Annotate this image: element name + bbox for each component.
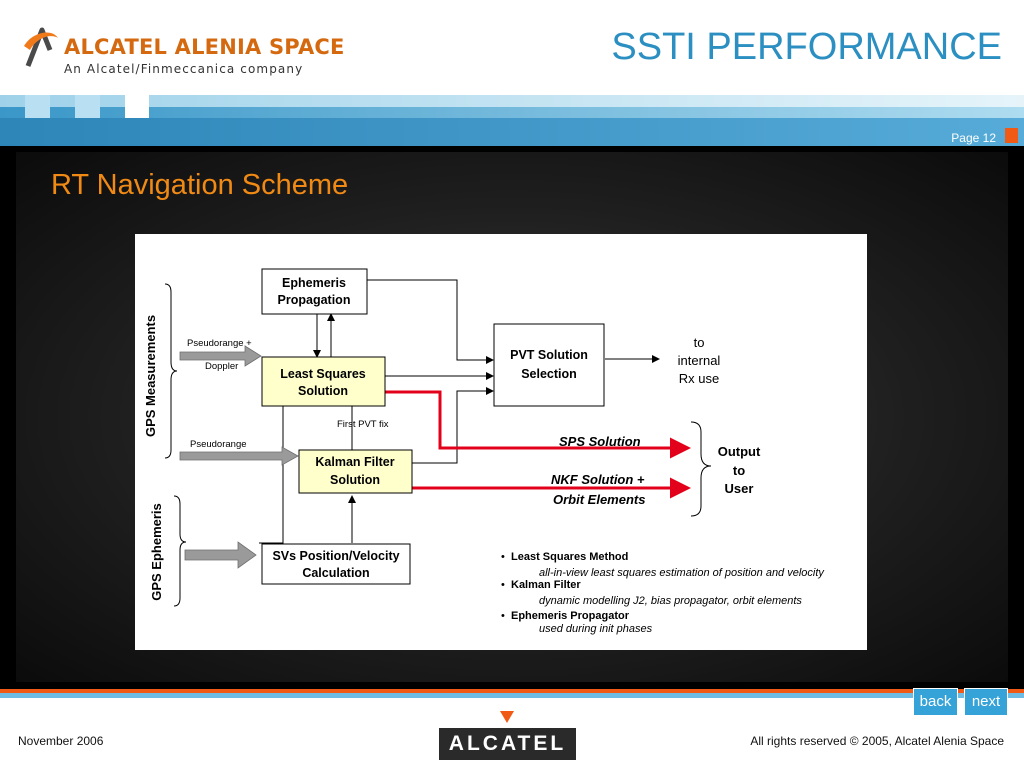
header-square bbox=[25, 95, 50, 118]
pseudorange-arrow bbox=[179, 446, 299, 466]
output-label-2: to bbox=[733, 463, 745, 478]
braces bbox=[164, 283, 712, 607]
gps-measurements-label: GPS Measurements bbox=[143, 315, 158, 437]
note-term-kalman: Kalman Filter bbox=[511, 579, 581, 591]
diagram-svg: Ephemeris Propagation Least Squares Solu… bbox=[143, 268, 825, 635]
svs-label-1: SVs Position/Velocity bbox=[272, 549, 399, 563]
footer-copyright: All rights reserved © 2005, Alcatel Alen… bbox=[750, 734, 1004, 748]
kalman-label-1: Kalman Filter bbox=[315, 455, 394, 469]
page-marker-square bbox=[1005, 128, 1018, 143]
ephemeris-label-1: Ephemeris bbox=[282, 276, 346, 290]
output-label-3: User bbox=[725, 481, 754, 496]
nkf-solution-label-1: NKF Solution + bbox=[551, 472, 645, 487]
note-bullet: • bbox=[501, 610, 505, 622]
section-title: RT Navigation Scheme bbox=[51, 169, 349, 201]
pseudorange-doppler-label-2: Doppler bbox=[205, 361, 238, 372]
next-button[interactable]: next bbox=[964, 688, 1008, 716]
note-desc-kalman: dynamic modelling J2, bias propagator, o… bbox=[539, 595, 802, 607]
output-brace bbox=[690, 421, 712, 517]
company-name: ALCATEL ALENIA SPACE bbox=[64, 35, 345, 59]
to-internal-label-1: to bbox=[694, 335, 705, 350]
connector-line bbox=[259, 406, 284, 544]
note-desc-least-squares: all-in-view least squares estimation of … bbox=[539, 567, 825, 579]
ephemeris-brace bbox=[173, 495, 187, 607]
header-square bbox=[125, 95, 149, 118]
navigation-diagram: Ephemeris Propagation Least Squares Solu… bbox=[135, 234, 867, 650]
to-internal-label-2: internal bbox=[678, 353, 721, 368]
header-band-dark bbox=[0, 118, 1024, 146]
alcatel-logo: ALCATEL bbox=[439, 728, 576, 760]
first-pvt-fix-label: First PVT fix bbox=[337, 419, 389, 430]
header-square bbox=[75, 95, 100, 118]
output-label-1: Output bbox=[718, 444, 761, 459]
pseudorange-doppler-arrow bbox=[179, 345, 262, 367]
kalman-filter-box bbox=[298, 449, 413, 494]
note-desc-ephemeris: used during init phases bbox=[539, 623, 653, 635]
footer-line-blue bbox=[0, 693, 1024, 698]
header-band-light bbox=[0, 95, 1024, 107]
measurements-brace bbox=[164, 283, 178, 459]
gray-input-arrows bbox=[179, 345, 299, 569]
company-subtitle: An Alcatel/Finmeccanica company bbox=[64, 62, 304, 76]
lsq-label-2: Solution bbox=[298, 384, 348, 398]
slide-title: SSTI PERFORMANCE bbox=[611, 26, 1002, 68]
header-band-mid bbox=[0, 107, 1024, 118]
footer-line-orange bbox=[0, 689, 1024, 693]
alcatel-alenia-logo-icon bbox=[24, 27, 58, 67]
alcatel-triangle-icon bbox=[500, 711, 514, 723]
note-bullet: • bbox=[501, 579, 505, 591]
sps-solution-label: SPS Solution bbox=[559, 434, 641, 449]
least-squares-box bbox=[261, 356, 386, 407]
header: ALCATEL ALENIA SPACE An Alcatel/Finmecca… bbox=[0, 0, 1024, 95]
ephemeris-propagation-box bbox=[261, 268, 368, 315]
pvt-label-2: Selection bbox=[521, 367, 577, 381]
connector-line bbox=[367, 279, 494, 364]
pseudorange-doppler-label-1: Pseudorange + bbox=[187, 338, 252, 349]
to-internal-label-3: Rx use bbox=[679, 371, 719, 386]
page-number: Page 12 bbox=[951, 131, 996, 145]
connector-line bbox=[412, 387, 494, 464]
nkf-solution-label-2: Orbit Elements bbox=[553, 492, 645, 507]
footer-date: November 2006 bbox=[18, 734, 104, 748]
ephemeris-label-2: Propagation bbox=[278, 293, 351, 307]
gps-ephemeris-label: GPS Ephemeris bbox=[149, 503, 164, 601]
svs-calculation-box bbox=[261, 543, 411, 585]
kalman-label-2: Solution bbox=[330, 473, 380, 487]
back-button[interactable]: back bbox=[913, 688, 958, 716]
pseudorange-label: Pseudorange bbox=[190, 439, 247, 450]
note-bullet: • bbox=[501, 551, 505, 563]
note-term-ephemeris: Ephemeris Propagator bbox=[511, 610, 630, 622]
pvt-label-1: PVT Solution bbox=[510, 348, 588, 362]
sps-output-line bbox=[385, 390, 691, 459]
ephemeris-arrow bbox=[184, 541, 257, 569]
red-output-lines bbox=[385, 390, 691, 499]
svs-label-2: Calculation bbox=[302, 566, 369, 580]
lsq-label-1: Least Squares bbox=[280, 367, 366, 381]
note-term-least-squares: Least Squares Method bbox=[511, 551, 628, 563]
pvt-selection-box bbox=[493, 323, 605, 407]
